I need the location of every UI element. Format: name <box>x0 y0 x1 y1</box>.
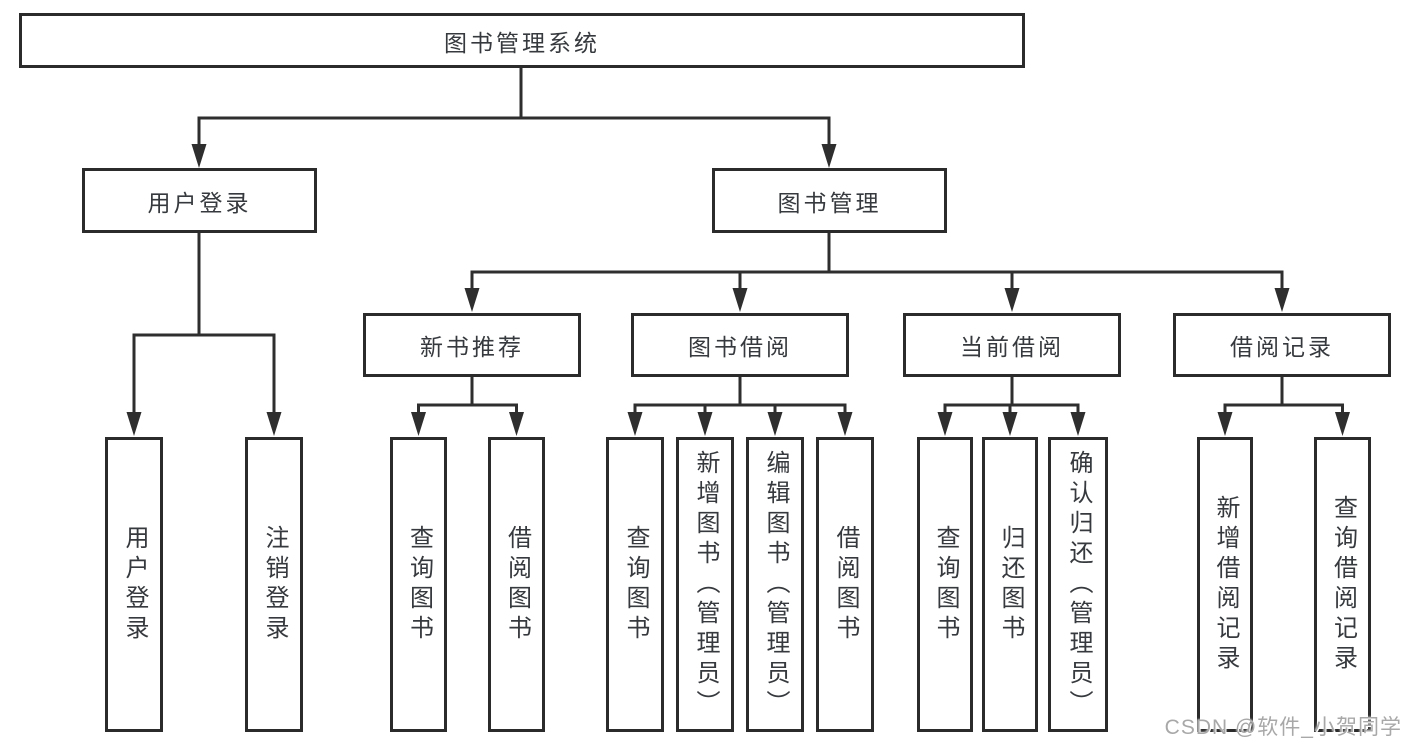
node-leaf-query-books-3-label: 查询图书 <box>932 524 959 645</box>
node-leaf-borrow-books-1-label: 借阅图书 <box>503 524 531 645</box>
node-leaf-edit-book-admin-label: 编辑图书（管理员） <box>762 449 789 720</box>
node-leaf-query-books-1-label: 查询图书 <box>405 524 433 645</box>
node-leaf-return-book-label: 归还图书 <box>997 524 1024 645</box>
node-leaf-logout: 注销登录 <box>245 437 303 732</box>
node-leaf-user-login: 用户登录 <box>105 437 163 732</box>
branch-borrow-record <box>1217 374 1350 436</box>
node-leaf-borrow-books-1: 借阅图书 <box>488 437 545 732</box>
branch-book-borrow <box>627 374 853 436</box>
branch-user-login <box>126 230 282 436</box>
node-leaf-borrow-books-2: 借阅图书 <box>816 437 874 732</box>
node-leaf-return-book: 归还图书 <box>982 437 1038 732</box>
node-book-borrow: 图书借阅 <box>631 313 849 377</box>
node-current-borrow: 当前借阅 <box>903 313 1121 377</box>
node-leaf-query-borrow-record: 查询借阅记录 <box>1314 437 1371 732</box>
node-leaf-confirm-return-admin: 确认归还（管理员） <box>1048 437 1108 732</box>
node-leaf-add-book-admin: 新增图书（管理员） <box>676 437 734 732</box>
node-new-book-rec-label: 新书推荐 <box>420 334 524 360</box>
node-book-mgmt: 图书管理 <box>712 168 947 233</box>
node-leaf-query-books-3: 查询图书 <box>917 437 973 732</box>
node-current-borrow-label: 当前借阅 <box>960 334 1064 360</box>
branch-book-mgmt <box>464 230 1290 312</box>
node-user-login-label: 用户登录 <box>147 189 252 216</box>
node-leaf-add-borrow-record-label: 新增借阅记录 <box>1212 494 1239 675</box>
node-user-login: 用户登录 <box>82 168 317 233</box>
node-leaf-user-login-label: 用户登录 <box>121 524 148 645</box>
node-book-borrow-label: 图书借阅 <box>688 334 792 360</box>
node-leaf-query-books-2: 查询图书 <box>606 437 664 732</box>
branch-root-to-level2 <box>191 64 837 168</box>
node-leaf-query-borrow-record-label: 查询借阅记录 <box>1329 494 1357 675</box>
node-leaf-add-borrow-record: 新增借阅记录 <box>1197 437 1253 732</box>
branch-current-borrow <box>937 374 1086 436</box>
node-leaf-edit-book-admin: 编辑图书（管理员） <box>746 437 804 732</box>
node-leaf-logout-label: 注销登录 <box>261 524 288 645</box>
node-leaf-borrow-books-2-label: 借阅图书 <box>832 524 859 645</box>
node-leaf-confirm-return-admin-label: 确认归还（管理员） <box>1065 449 1092 720</box>
node-leaf-add-book-admin-label: 新增图书（管理员） <box>692 449 719 720</box>
node-leaf-query-books-2-label: 查询图书 <box>622 524 649 645</box>
node-borrow-record: 借阅记录 <box>1173 313 1391 377</box>
node-root: 图书管理系统 <box>19 13 1025 68</box>
node-new-book-rec: 新书推荐 <box>363 313 581 377</box>
node-leaf-query-books-1: 查询图书 <box>390 437 447 732</box>
csdn-watermark: CSDN @软件_小贺同学 <box>1164 716 1402 739</box>
node-root-label: 图书管理系统 <box>444 29 600 56</box>
branch-new-book-rec <box>411 374 524 436</box>
node-book-mgmt-label: 图书管理 <box>777 189 882 216</box>
node-borrow-record-label: 借阅记录 <box>1230 334 1334 360</box>
